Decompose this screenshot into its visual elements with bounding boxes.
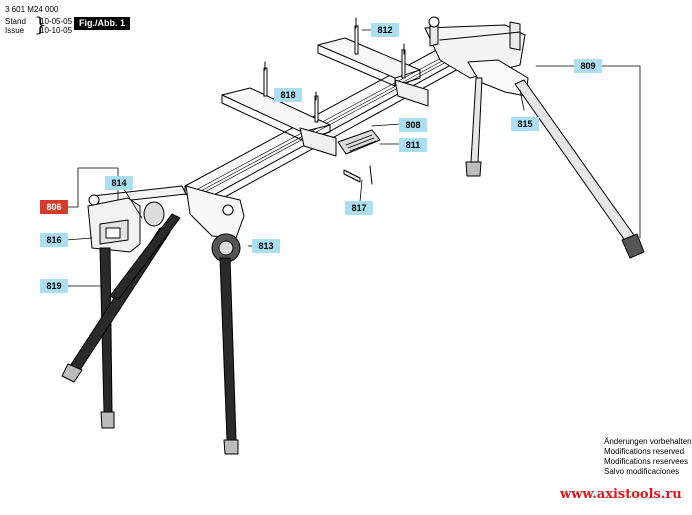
extension-arm-814 <box>88 185 187 206</box>
main-rail <box>184 39 481 205</box>
callout-819: 819 <box>40 279 68 293</box>
callout-815: 815 <box>511 117 539 131</box>
right-back-leg <box>514 79 645 259</box>
issue-date: 10-10-05 <box>40 26 73 35</box>
brace-glyph: } <box>34 12 47 36</box>
website-link[interactable]: www.axistools.ru <box>560 487 682 502</box>
note-es: Salvo modificaciones <box>604 467 680 476</box>
callout-814: 814 <box>105 176 133 190</box>
document-number: 3 601 M24 000 <box>5 5 59 14</box>
slide-clamp-811 <box>337 129 381 155</box>
stand-label: Stand <box>5 17 26 26</box>
callout-809: 809 <box>574 59 602 73</box>
callout-817: 817 <box>345 201 373 215</box>
stand-date: 10-05-05 <box>40 17 73 26</box>
note-fr: Modifications reservees <box>604 457 689 466</box>
left-rear-leg-819 <box>99 247 115 429</box>
pin-817 <box>343 165 373 185</box>
issue-label: Issue <box>5 26 25 35</box>
wheel-813 <box>211 233 241 263</box>
modifications-notes: Änderungen vorbehalten Modifications res… <box>604 437 692 477</box>
callout-806: 806 <box>40 200 68 214</box>
bolts <box>264 17 405 101</box>
callout-811: 811 <box>399 138 427 152</box>
note-en: Modifications reserved <box>604 447 685 456</box>
callout-812: 812 <box>371 23 399 37</box>
figure-badge: Fig./Abb. 1 <box>74 17 130 30</box>
callout-808: 808 <box>399 118 427 132</box>
left-end-head <box>185 185 245 239</box>
right-front-leg <box>465 77 483 177</box>
crossbar-812 <box>317 25 429 107</box>
callout-813: 813 <box>252 239 280 253</box>
center-front-leg <box>219 257 239 455</box>
support-bracket-806 <box>87 197 165 253</box>
note-de: Änderungen vorbehalten <box>604 437 692 446</box>
callout-818: 818 <box>274 88 302 102</box>
center-diagonal-leg <box>109 213 181 301</box>
callout-816: 816 <box>40 233 68 247</box>
